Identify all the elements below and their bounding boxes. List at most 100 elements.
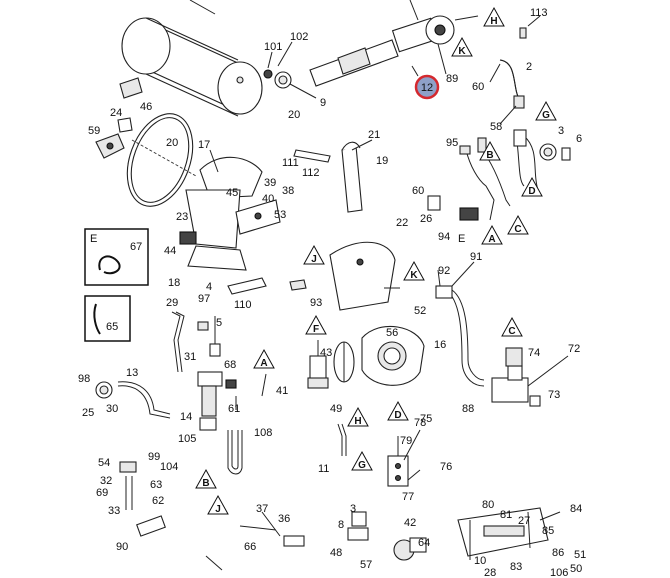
cord-d [513,129,539,191]
callout: 73 [548,389,560,401]
ref-triangle-f: F [305,314,327,335]
cap-101 [263,69,292,89]
callout: 41 [276,385,288,397]
ref-triangle-d-top: D [521,176,543,197]
callout: 42 [404,517,416,529]
callout-labels: 113 102 101 9 46 2 60 58 89 24 59 20 20 … [78,7,586,578]
fittings-bottom [205,511,427,571]
callout: 29 [166,297,178,309]
valve-14 [197,371,237,431]
callout: 81 [500,509,512,521]
callout: 20 [166,137,178,149]
svg-text:A: A [488,234,495,245]
valve-72 [491,347,541,407]
callout: 60 [412,185,424,197]
callout: 9 [320,97,326,109]
callout: 91 [470,251,482,263]
bracket-49 [337,423,347,456]
fuel-tank [121,0,263,117]
block-44 [179,231,197,245]
callout: 76 [440,461,452,473]
callout: 66 [244,541,256,553]
svg-text:D: D [394,410,401,421]
callout: 110 [234,299,252,311]
callout: 3 [350,503,356,515]
callout: 63 [150,479,162,491]
hose-16 [435,285,485,387]
callout: 51 [574,549,586,561]
callout: 30 [106,403,118,415]
callout: 112 [302,167,320,179]
svg-text:G: G [358,460,366,471]
callout: 6 [576,133,582,145]
callout: 88 [462,403,474,415]
ref-triangle-a-mid: A [253,348,275,369]
callout: 69 [96,487,108,499]
bracket-24 [117,117,133,133]
bar-111 [293,149,331,163]
frame-84 [457,507,549,560]
svg-text:H: H [354,416,361,427]
ref-triangle-g-top: G [535,100,557,121]
ref-triangle-a-top: A [481,224,503,245]
svg-text:B: B [202,478,209,489]
callout: 4 [206,281,212,293]
plain-letter-e: E [458,233,465,245]
ref-triangle-k-top: K [451,36,473,57]
callout: 104 [160,461,178,473]
callout: 44 [164,245,176,257]
inset-65-part: 65 [106,321,118,333]
svg-text:C: C [508,326,515,337]
ref-triangle-h-top: H [483,6,505,27]
callout: 22 [396,217,408,229]
callout: 113 [530,7,548,19]
callout: 43 [320,347,332,359]
callout: 111 [282,157,299,169]
manifold-68 [209,316,221,357]
callout: 5 [216,317,222,329]
callout: 46 [140,101,152,113]
callout: 23 [176,211,188,223]
harness-95 [427,137,511,221]
callout: 2 [526,61,532,73]
ref-triangle-g-low: G [351,450,373,471]
ref-triangle-c-mid: C [501,316,523,337]
fitting-43 [307,340,329,389]
callout: 64 [418,537,430,549]
callout: 83 [510,561,522,573]
callout: 101 [264,41,282,53]
switch-3 [539,143,571,161]
reference-triangles: H K G B D A C J K F A C H D G B J [195,6,557,515]
ref-triangle-b-top: B [479,140,501,161]
callout: 3 [558,125,564,137]
callout: 54 [98,457,110,469]
callout: 68 [224,359,236,371]
svg-text:D: D [528,186,535,197]
callout: 102 [290,31,308,43]
callout: 21 [368,129,380,141]
tube-13 [95,381,171,419]
callout: 61 [228,403,240,415]
callout: 38 [282,185,294,197]
callout: 13 [126,367,138,379]
svg-text:J: J [215,504,221,515]
ref-triangle-h-low: H [347,406,369,427]
callout: 36 [278,513,290,525]
callout: 80 [482,499,494,511]
callout: 56 [386,327,398,339]
block-77 [387,436,409,487]
ref-triangle-d-low: D [387,400,409,421]
callout: 39 [264,177,276,189]
svg-text:A: A [260,358,267,369]
callout: 74 [528,347,540,359]
callout: 25 [82,407,94,419]
bracket-59 [95,133,125,159]
callout: 99 [148,451,160,463]
ref-triangle-b-low: B [195,468,217,489]
callout: 26 [420,213,432,225]
callout: 8 [338,519,344,531]
callout: 78 [414,417,426,429]
callout: 50 [570,563,582,575]
callout: 85 [542,525,554,537]
